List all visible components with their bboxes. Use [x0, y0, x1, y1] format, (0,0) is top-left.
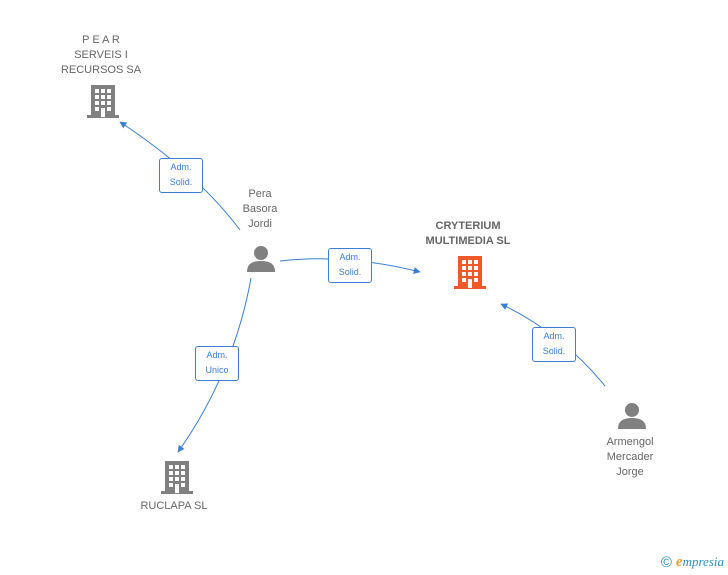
- company-label-cryterium[interactable]: CRYTERIUM MULTIMEDIA SL: [425, 220, 511, 247]
- brand-logo: empresia: [675, 554, 724, 570]
- brand-watermark: © empresia: [661, 554, 724, 571]
- building-icon[interactable]: [86, 83, 120, 119]
- edge-label-pera-cryterium: Adm. Solid.: [328, 248, 372, 283]
- person-label-armengol[interactable]: Armengol Mercader Jorge: [606, 436, 654, 478]
- building-icon[interactable]: [160, 459, 194, 495]
- person-icon[interactable]: [617, 401, 647, 431]
- company-label-pear[interactable]: P E A R SERVEIS I RECURSOS SA: [60, 34, 142, 76]
- edge-label-pera-ruclapa: Adm. Unico: [195, 346, 239, 381]
- person-label-pera[interactable]: Pera Basora Jordi: [242, 188, 278, 230]
- copyright-icon: ©: [660, 554, 672, 571]
- company-label-ruclapa[interactable]: RUCLAPA SL: [140, 500, 208, 512]
- person-icon[interactable]: [246, 244, 276, 274]
- edge-label-armengol-cryterium: Adm. Solid.: [532, 327, 576, 362]
- edge-label-pera-pear: Adm. Solid.: [159, 158, 203, 193]
- building-icon-highlighted[interactable]: [453, 254, 487, 290]
